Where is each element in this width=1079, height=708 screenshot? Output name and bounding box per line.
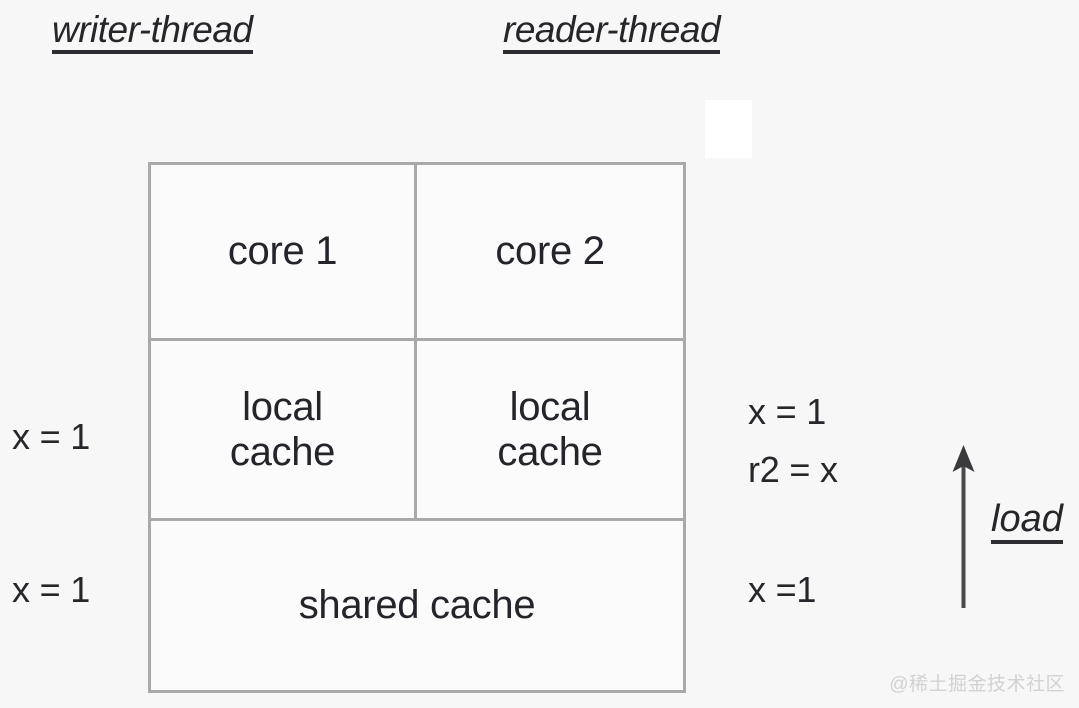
core-1-cell: core 1 [151, 165, 417, 338]
load-arrow-up-icon [952, 445, 975, 608]
shared-cache-cell: shared cache [298, 583, 536, 628]
shared-cache-row: shared cache [151, 521, 683, 690]
writer-local-cache-annotation: x = 1 [12, 416, 91, 457]
writer-shared-cache-annotation: x = 1 [12, 569, 91, 610]
writer-thread-heading: writer-thread [52, 11, 253, 54]
watermark: @稀土掘金技术社区 [889, 674, 1065, 695]
core-2-cell: core 2 [495, 229, 605, 274]
reader-thread-heading: reader-thread [503, 11, 721, 54]
reader-shared-cache-annotation: x =1 [748, 569, 817, 610]
core-row: core 1 core 2 [151, 165, 683, 341]
white-rectangle-artifact [705, 100, 752, 158]
load-arrow-label: load [991, 500, 1063, 544]
